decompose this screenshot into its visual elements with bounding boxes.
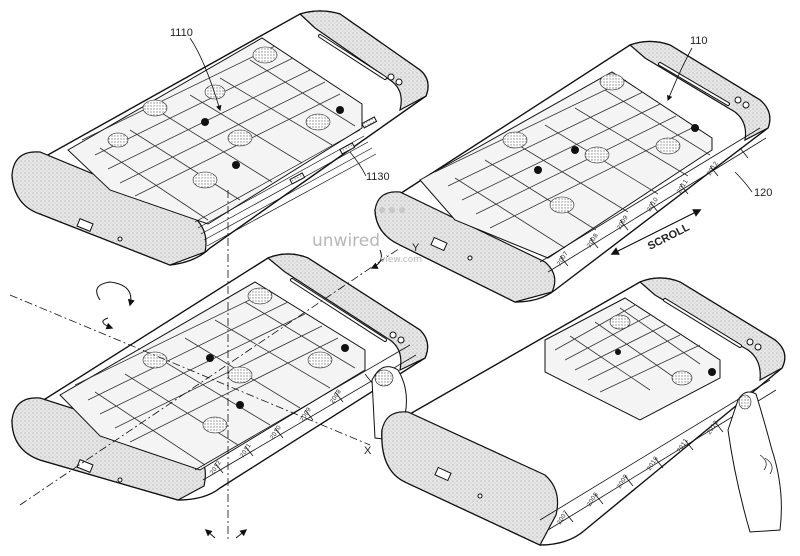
watermark-line1: unwired <box>312 231 380 251</box>
photo-thumbnail <box>609 314 631 330</box>
home-button <box>76 218 94 232</box>
label-1110: 1110 <box>170 27 193 39</box>
tab-highlight <box>289 172 306 185</box>
rotation-arrow <box>96 281 135 307</box>
photo-grid <box>434 79 711 249</box>
photo-thumbnail <box>252 46 278 64</box>
ref-label-110: 110 <box>667 35 708 102</box>
photo-thumbnail <box>142 99 168 117</box>
end-cap-right <box>638 277 786 382</box>
rotation-axes: X Y <box>9 190 420 540</box>
ref-label-1130: 1130 <box>349 151 390 183</box>
label-110: 110 <box>690 35 708 47</box>
end-cap-left <box>374 191 556 303</box>
side-tab-stack <box>194 129 377 247</box>
photo-thumbnail <box>192 171 218 189</box>
photo-thumbnail <box>202 416 228 434</box>
end-cap-left <box>11 151 207 266</box>
photo-thumbnail <box>142 351 168 369</box>
photo-thumbnail <box>549 196 575 214</box>
skull-icon <box>206 354 214 362</box>
label-1130: 1130 <box>366 171 390 183</box>
photo-thumbnail <box>599 73 625 91</box>
skull-icon <box>236 401 244 409</box>
home-button <box>76 459 94 473</box>
photo-thumbnail <box>655 137 681 155</box>
axis-x-label: X <box>364 445 372 457</box>
home-button <box>430 236 448 252</box>
photo-thumbnail <box>227 366 253 384</box>
device-top-left <box>11 10 429 266</box>
skull-icon <box>232 161 240 169</box>
tab-highlight <box>361 116 378 129</box>
ref-label-120: 120 <box>734 171 772 199</box>
screen <box>544 297 721 421</box>
skull-icon <box>615 349 621 355</box>
axis-diagonal <box>19 247 401 506</box>
end-cap-right <box>298 10 429 112</box>
sensor-dot <box>395 78 403 86</box>
home-button <box>434 466 452 482</box>
photo-thumbnail <box>247 287 273 305</box>
finger <box>727 391 782 533</box>
end-cap-right <box>266 253 429 372</box>
photo-thumbnail <box>204 84 226 100</box>
screen <box>419 71 713 259</box>
sensor-dot <box>387 73 395 81</box>
photo-thumbnail <box>307 351 333 369</box>
skull-icon <box>201 118 209 126</box>
ref-label-1110: 1110 <box>170 27 222 112</box>
photo-thumbnail <box>107 132 129 148</box>
touch-point <box>374 369 394 387</box>
skull-icon <box>571 146 579 154</box>
year-tab-strip <box>539 127 767 273</box>
end-cap-left <box>381 411 559 546</box>
photo-grid <box>74 289 356 466</box>
device-top-right: 2007 2008 2009 2010 2011 2012 <box>374 40 771 303</box>
photo-thumbnail <box>584 146 610 164</box>
device-bottom-left: 2012 2011 2010 2009 2008 <box>11 253 429 501</box>
skull-icon <box>341 344 349 352</box>
photo-thumbnail <box>671 370 693 386</box>
label-120: 120 <box>754 187 772 199</box>
axis-y-label: Y <box>412 242 420 254</box>
touch-point <box>738 394 752 410</box>
skull-icon <box>691 124 699 132</box>
scroll-arrow <box>610 209 702 255</box>
photo-grid <box>554 304 701 393</box>
tab-highlight <box>339 142 356 155</box>
screen <box>59 281 366 471</box>
photo-thumbnail <box>502 131 528 149</box>
watermark: unwired view.com <box>312 207 422 265</box>
axis-horizontal <box>9 294 371 446</box>
skull-icon <box>336 106 344 114</box>
device-bottom-right: 2007 2008 2009 2010 2011 2012 2012 <box>381 277 786 546</box>
skull-icon <box>708 368 716 376</box>
photo-thumbnail <box>305 113 331 131</box>
photo-thumbnail <box>227 129 253 147</box>
watermark-line2: view.com <box>380 255 422 265</box>
skull-icon <box>534 166 542 174</box>
